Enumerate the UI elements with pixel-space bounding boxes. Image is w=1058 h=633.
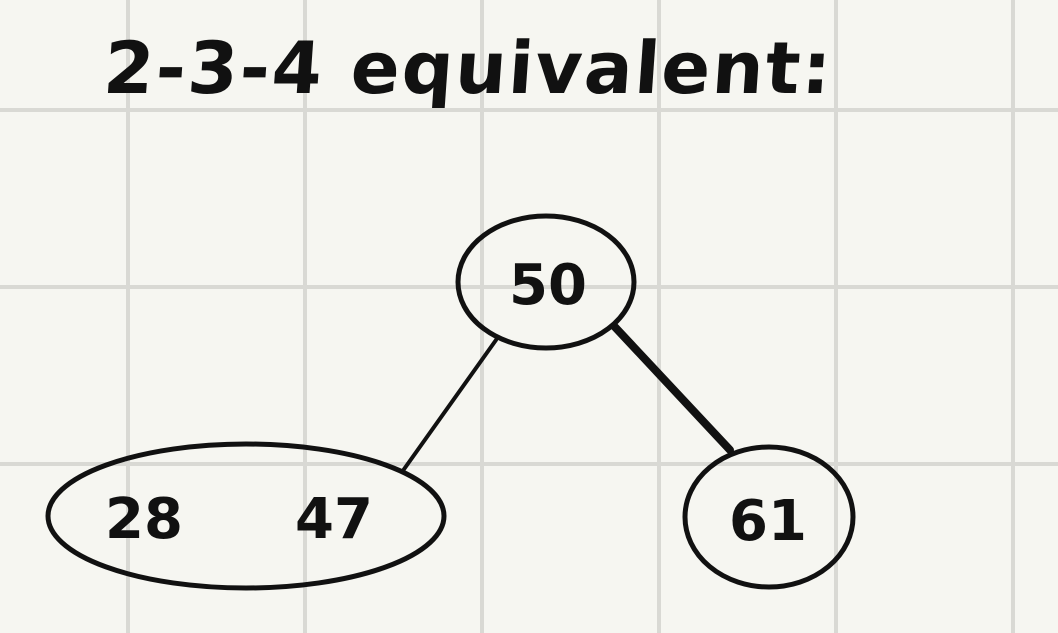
tree-node-right-child: 61 bbox=[682, 444, 856, 590]
tree-node-root: 50 bbox=[455, 213, 637, 351]
node-outline bbox=[682, 444, 856, 590]
edge-root-right bbox=[610, 322, 734, 454]
node-key: 47 bbox=[295, 487, 373, 552]
node-key: 61 bbox=[729, 489, 807, 554]
tree-node-left-child: 28 47 bbox=[45, 441, 447, 591]
node-key: 50 bbox=[509, 253, 587, 318]
node-outline bbox=[45, 441, 447, 591]
node-outline bbox=[455, 213, 637, 351]
edge-root-left bbox=[400, 338, 498, 474]
node-key: 28 bbox=[105, 487, 183, 552]
